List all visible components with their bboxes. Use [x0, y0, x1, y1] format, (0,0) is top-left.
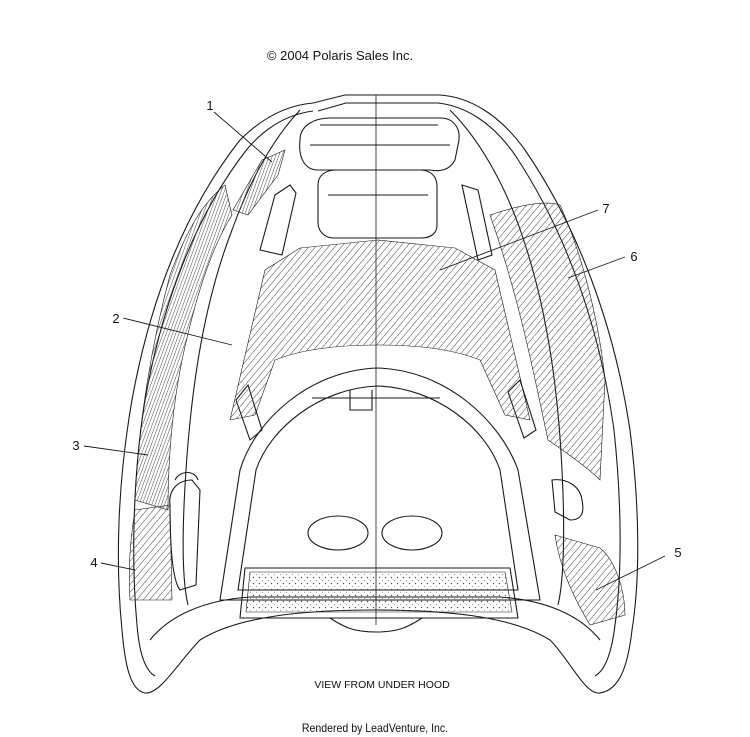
decal-1-region [232, 149, 286, 216]
callout-6: 6 [630, 249, 638, 264]
upper-vent [299, 117, 460, 172]
right-oval [381, 515, 443, 551]
decal-5-region [554, 534, 626, 626]
left-oval [307, 515, 369, 551]
callout-2: 2 [112, 311, 120, 326]
central-opening [219, 367, 541, 601]
view-caption: VIEW FROM UNDER HOOD [314, 679, 450, 691]
callout-3: 3 [72, 438, 80, 453]
decal-3-region [134, 184, 233, 511]
callout-7: 7 [602, 201, 610, 216]
copyright-text: © 2004 Polaris Sales Inc. [266, 48, 414, 63]
callout-5: 5 [674, 545, 682, 560]
decal-6-region [489, 202, 606, 481]
callout-4: 4 [90, 555, 98, 570]
pad-region [245, 571, 513, 613]
decal-4-region [128, 504, 173, 601]
mid-vent [317, 169, 438, 239]
decal-2-region [229, 239, 531, 421]
rendered-by-text: Rendered by LeadVenture, Inc. [301, 721, 449, 735]
callout-1: 1 [206, 98, 214, 113]
